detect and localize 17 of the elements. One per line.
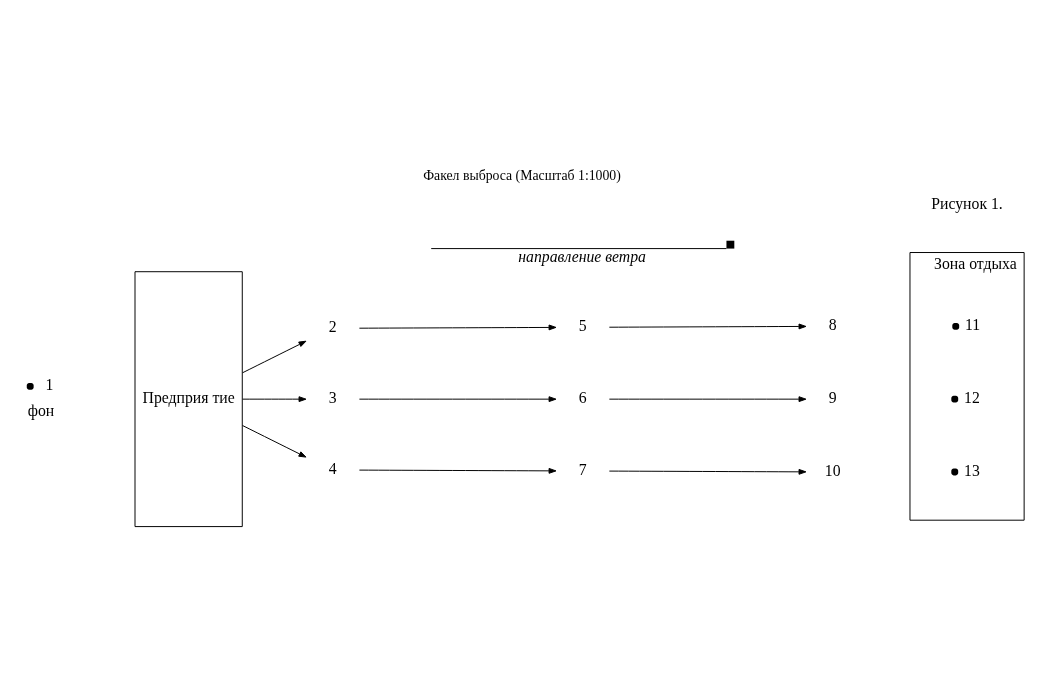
node-text: 8 (828, 316, 837, 334)
diagram-title: Факел выброса (Масштаб 1:1000) (423, 167, 621, 183)
node-text: 10 (824, 461, 841, 479)
node-text: 4 (328, 459, 337, 477)
node-text: 9 (828, 388, 837, 406)
node-text: 2 (328, 318, 337, 336)
label: направление ветра (518, 248, 646, 266)
node-label: 12 (964, 388, 980, 406)
label: Рисунок 1. (931, 195, 1003, 213)
node-text: 7 (578, 460, 587, 478)
node-label: 1 (45, 376, 54, 394)
node-text: 3 (328, 388, 337, 406)
node-text: 6 (578, 388, 587, 406)
node-label: 13 (964, 461, 980, 479)
node-label: фон (27, 401, 55, 419)
node-label: 11 (965, 316, 981, 334)
node-text: 5 (578, 317, 587, 335)
